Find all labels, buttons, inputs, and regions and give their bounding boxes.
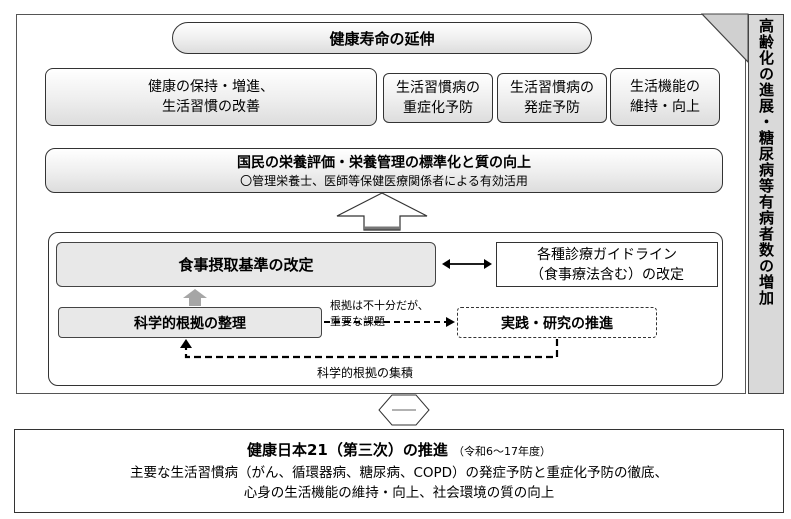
- feedback-loop-dashed: [184, 339, 559, 359]
- revision-guidelines-head-right: [484, 259, 492, 269]
- standardization-title: 国民の栄養評価・栄養管理の標準化と質の向上: [237, 154, 531, 171]
- big-up-arrow: [336, 192, 428, 231]
- banner-fold-edge: [701, 13, 749, 63]
- health-japan-21-line2: 心身の生活機能の維持・向上、社会環境の質の向上: [243, 485, 555, 501]
- feedback-loop-head: [180, 339, 192, 348]
- evidence-accumulation-label: 科学的根拠の集積: [260, 363, 470, 381]
- gray-up-arrow: [183, 289, 207, 306]
- standardization-subtitle: 〇管理栄養士、医師等保健医療関係者による有効活用: [240, 173, 528, 188]
- health-japan-21-period: （令和6～17年度）: [452, 445, 551, 458]
- healthy-life-expectancy-text: 健康寿命の延伸: [329, 29, 435, 48]
- goal-onset-prevention-line2: 発症予防: [524, 100, 580, 116]
- goal-box-health-maintenance: 健康の保持・増進、 生活習慣の改善: [45, 68, 377, 126]
- goal-health-maintenance-line1: 健康の保持・増進、: [148, 79, 274, 95]
- side-banner-text: 高齢化の進展・糖尿病等有病者数の増加: [757, 18, 775, 306]
- goal-box-severity-prevention: 生活習慣病の 重症化予防: [383, 73, 493, 123]
- health-japan-21-heading: 健康日本21（第三次）の推進 （令和6～17年度）: [247, 439, 551, 463]
- practice-research-text: 実践・研究の推進: [501, 315, 613, 332]
- evidence-accumulation-text: 科学的根拠の集積: [316, 365, 413, 380]
- scientific-evidence-box: 科学的根拠の整理: [58, 307, 322, 338]
- health-japan-21-line1: 主要な生活習慣病（がん、循環器病、糖尿病、COPD）の発症予防と重症化予防の徹底…: [129, 465, 669, 481]
- health-japan-21-title: 健康日本21（第三次）の推進: [247, 441, 448, 459]
- goal-health-maintenance-line2: 生活習慣の改善: [162, 99, 260, 115]
- upper-frame: [16, 14, 746, 394]
- goal-function-maintenance-line2: 維持・向上: [630, 99, 700, 115]
- health-japan-21-box: 健康日本21（第三次）の推進 （令和6～17年度） 主要な生活習慣病（がん、循環…: [14, 429, 784, 513]
- side-banner: [748, 14, 784, 394]
- clinical-guidelines-box: 各種診療ガイドライン （食事療法含む）の改定: [496, 242, 718, 287]
- clinical-guidelines-line1: 各種診療ガイドライン: [537, 246, 677, 263]
- goal-box-onset-prevention: 生活習慣病の 発症予防: [497, 73, 607, 123]
- intake-standard-revision-text: 食事摂取基準の改定: [178, 256, 314, 274]
- standardization-box: 国民の栄養評価・栄養管理の標準化と質の向上 〇管理栄養士、医師等保健医療関係者に…: [45, 148, 723, 193]
- goal-severity-prevention-line2: 重症化予防: [403, 100, 473, 116]
- intake-standard-revision-box: 食事摂取基準の改定: [56, 242, 436, 287]
- goal-function-maintenance-line1: 生活機能の: [630, 79, 700, 95]
- goal-severity-prevention-line1: 生活習慣病の: [396, 80, 480, 96]
- healthy-life-expectancy-box: 健康寿命の延伸: [172, 22, 592, 54]
- revision-guidelines-head-left: [442, 259, 450, 269]
- insufficient-evidence-note-line1: 根拠は不十分だが、: [330, 299, 429, 312]
- practice-research-box: 実践・研究の推進: [457, 307, 657, 338]
- scientific-evidence-text: 科学的根拠の整理: [134, 315, 246, 332]
- goal-box-function-maintenance: 生活機能の 維持・向上: [610, 68, 720, 126]
- goal-onset-prevention-line1: 生活習慣病の: [510, 80, 594, 96]
- evidence-practice-head: [446, 317, 455, 327]
- process-frame: [48, 232, 723, 386]
- clinical-guidelines-line2: （食事療法含む）の改定: [530, 266, 684, 283]
